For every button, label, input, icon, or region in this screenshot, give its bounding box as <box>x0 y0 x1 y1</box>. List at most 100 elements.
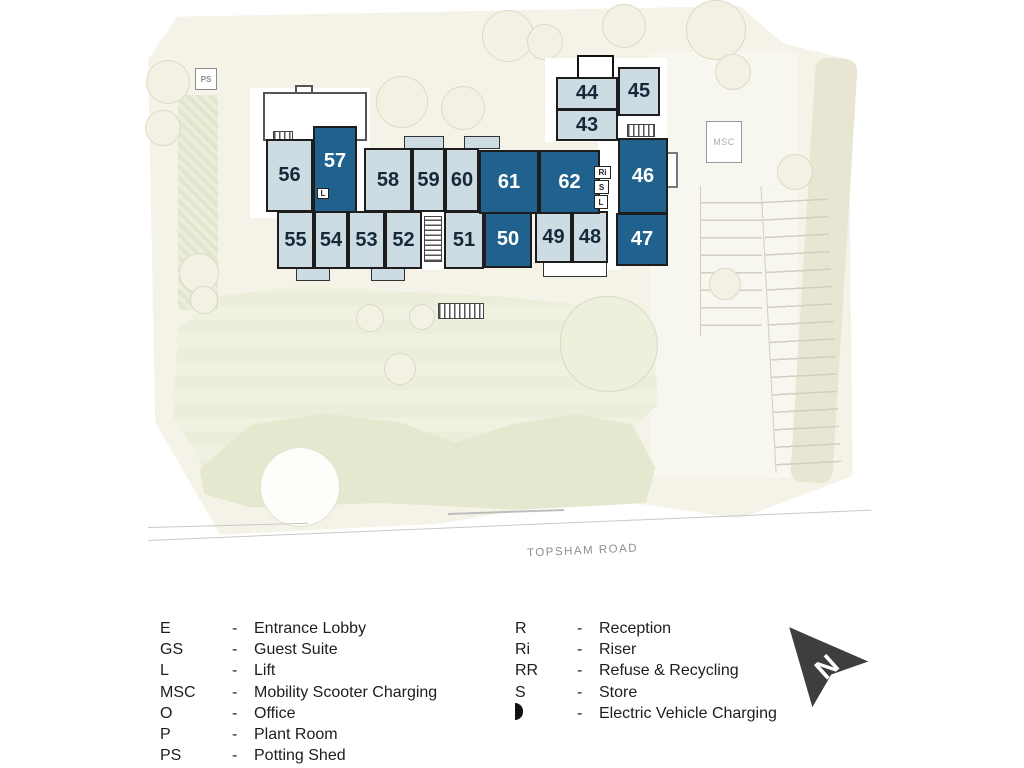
unit-number: 50 <box>496 228 520 250</box>
legend-abbr: GS <box>160 640 184 658</box>
entrance-canopy <box>543 261 607 277</box>
legend-abbr: R <box>515 619 527 637</box>
unit-48[interactable]: 48 <box>572 211 608 263</box>
riser-label: Ri <box>598 168 607 177</box>
legend-abbr: PS <box>160 747 182 765</box>
legend-abbr: O <box>160 704 173 722</box>
legend-desc: Refuse & Recycling <box>599 662 739 680</box>
unit-57[interactable]: 57 <box>313 126 357 213</box>
potting-shed: PS <box>195 68 217 90</box>
store-label: S <box>598 182 605 192</box>
legend-row-ev-charging: -Electric Vehicle Charging <box>515 702 777 724</box>
tree-icon <box>146 60 190 104</box>
legend-desc: Guest Suite <box>254 640 338 658</box>
tree-icon <box>482 10 534 62</box>
porch <box>296 268 330 281</box>
tree-icon <box>190 286 218 314</box>
unit-55[interactable]: 55 <box>277 211 314 269</box>
service-room <box>577 55 614 79</box>
mobility-scooter-charging-room: MSC <box>706 121 742 163</box>
unit-44[interactable]: 44 <box>556 77 618 110</box>
legend-row-entrance-lobby: E-Entrance Lobby <box>160 618 437 639</box>
legend-row-guest-suite: GS -Guest Suite <box>160 639 437 660</box>
north-arrow-icon: N <box>789 627 869 708</box>
unit-59[interactable]: 59 <box>412 148 445 212</box>
legend-dash: - <box>232 640 238 658</box>
legend-abbr: S <box>515 683 526 701</box>
parking-stalls-left <box>700 186 762 336</box>
legend-abbr: E <box>160 619 171 637</box>
unit-number: 59 <box>417 168 440 191</box>
tree-icon <box>709 268 741 300</box>
unit-number: 47 <box>630 228 654 250</box>
unit-50[interactable]: 50 <box>484 211 532 268</box>
tree-icon <box>715 54 751 90</box>
tree-icon <box>441 86 485 130</box>
unit-number: 58 <box>376 168 400 191</box>
legend-row-office: O-Office <box>160 703 437 724</box>
legend-row-mobility-scooter-charging: MSC -Mobility Scooter Charging <box>160 682 437 703</box>
lift-box: L <box>317 188 329 199</box>
legend-desc: Riser <box>599 640 637 658</box>
tree-icon <box>376 76 428 128</box>
unit-number: 45 <box>627 80 651 102</box>
unit-61[interactable]: 61 <box>479 150 539 214</box>
tree-icon <box>527 24 563 60</box>
unit-number: 53 <box>355 228 378 251</box>
unit-62[interactable]: 62 <box>539 150 600 214</box>
legend-abbr: MSC <box>160 683 196 701</box>
lift-label: L <box>598 197 604 207</box>
legend-abbr: P <box>160 726 171 744</box>
legend-dash: - <box>232 662 238 680</box>
unit-number: 60 <box>450 168 474 191</box>
tree-icon <box>777 154 813 190</box>
stairs-icon <box>627 124 655 137</box>
legend-dash: - <box>232 683 238 701</box>
north-arrow: N <box>784 614 870 716</box>
unit-number: 44 <box>575 82 599 104</box>
msc-label: MSC <box>713 137 735 147</box>
legend-dash: - <box>577 640 583 658</box>
unit-52[interactable]: 52 <box>385 211 422 269</box>
tree-icon <box>384 353 416 385</box>
legend-dash: - <box>232 704 238 722</box>
unit-number: 57 <box>323 150 347 172</box>
unit-number: 56 <box>278 164 301 186</box>
legend-row-refuse-recycling: RR-Refuse & Recycling <box>515 661 777 682</box>
unit-60[interactable]: 60 <box>445 148 479 212</box>
lift-box: L <box>594 195 608 209</box>
unit-45[interactable]: 45 <box>618 67 660 116</box>
unit-53[interactable]: 53 <box>348 211 385 269</box>
legend-row-lift: L-Lift <box>160 661 437 682</box>
legend-row-plant-room: P -Plant Room <box>160 724 437 745</box>
unit-47[interactable]: 47 <box>616 213 668 266</box>
unit-46[interactable]: 46 <box>618 138 668 214</box>
unit-number: 52 <box>392 228 415 251</box>
tree-icon <box>356 304 384 332</box>
legend-desc: Store <box>599 683 638 701</box>
riser-box: Ri <box>594 166 611 179</box>
legend-row-reception: R-Reception <box>515 618 777 639</box>
legend-dash: - <box>232 726 238 744</box>
unit-58[interactable]: 58 <box>364 148 412 212</box>
unit-54[interactable]: 54 <box>314 211 348 269</box>
ps-label: PS <box>200 74 212 84</box>
legend-desc: Plant Room <box>254 726 338 744</box>
porch <box>464 136 500 149</box>
legend-dash: - <box>577 704 583 722</box>
unit-number: 43 <box>575 113 599 136</box>
lift-label: L <box>320 189 326 198</box>
legend-desc: Electric Vehicle Charging <box>599 704 777 722</box>
unit-49[interactable]: 49 <box>535 211 572 263</box>
tree-icon <box>145 110 181 146</box>
round-planting-bed <box>560 296 658 392</box>
road-name-label: TOPSHAM ROAD <box>526 542 639 560</box>
legend-desc: Mobility Scooter Charging <box>254 683 438 701</box>
legend-row-potting-shed: PS-Potting Shed <box>160 746 437 767</box>
unit-43[interactable]: 43 <box>556 109 618 141</box>
unit-51[interactable]: 51 <box>444 211 484 269</box>
unit-number: 48 <box>578 225 602 248</box>
unit-56[interactable]: 56 <box>266 139 313 212</box>
tree-icon <box>686 0 746 60</box>
porch <box>371 268 405 281</box>
